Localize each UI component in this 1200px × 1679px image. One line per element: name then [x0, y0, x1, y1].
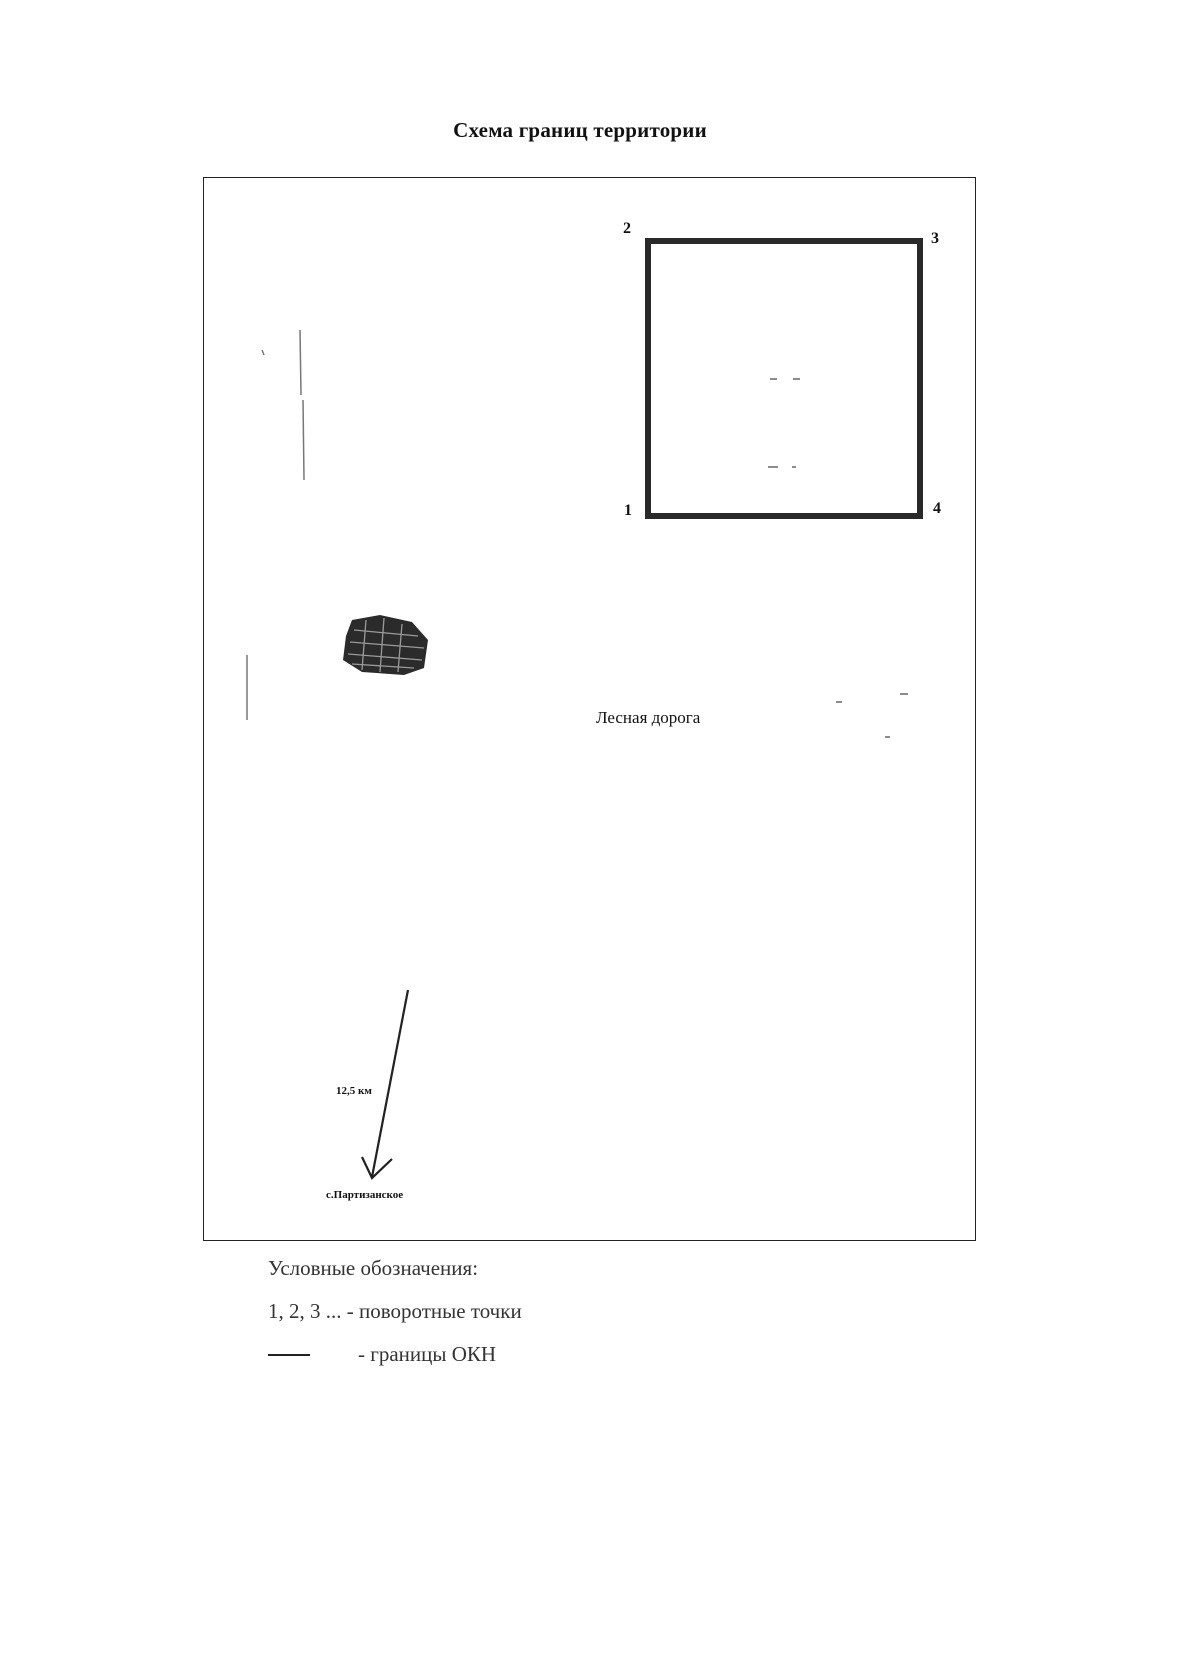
page-title: Схема границ территории [453, 118, 707, 142]
legend-row-boundary: - границы ОКН [268, 1342, 522, 1367]
legend-points-text: 1, 2, 3 ... - поворотные точки [268, 1299, 522, 1323]
point-label-4: 4 [933, 500, 941, 517]
legend: Условные обозначения: 1, 2, 3 ... - пово… [268, 1256, 522, 1385]
legend-title: Условные обозначения: [268, 1256, 479, 1280]
legend-boundary-text: - границы ОКН [358, 1342, 497, 1366]
legend-line-swatch [268, 1353, 310, 1356]
map-frame [203, 177, 976, 1241]
point-label-2: 2 [623, 220, 631, 237]
point-label-1: 1 [624, 502, 632, 519]
road-label: Лесная дорога [596, 708, 701, 727]
distance-label: 12,5 км [336, 1085, 372, 1097]
point-label-3: 3 [931, 230, 939, 247]
village-label: с.Партизанское [326, 1189, 404, 1201]
legend-row-points: 1, 2, 3 ... - поворотные точки [268, 1299, 522, 1324]
